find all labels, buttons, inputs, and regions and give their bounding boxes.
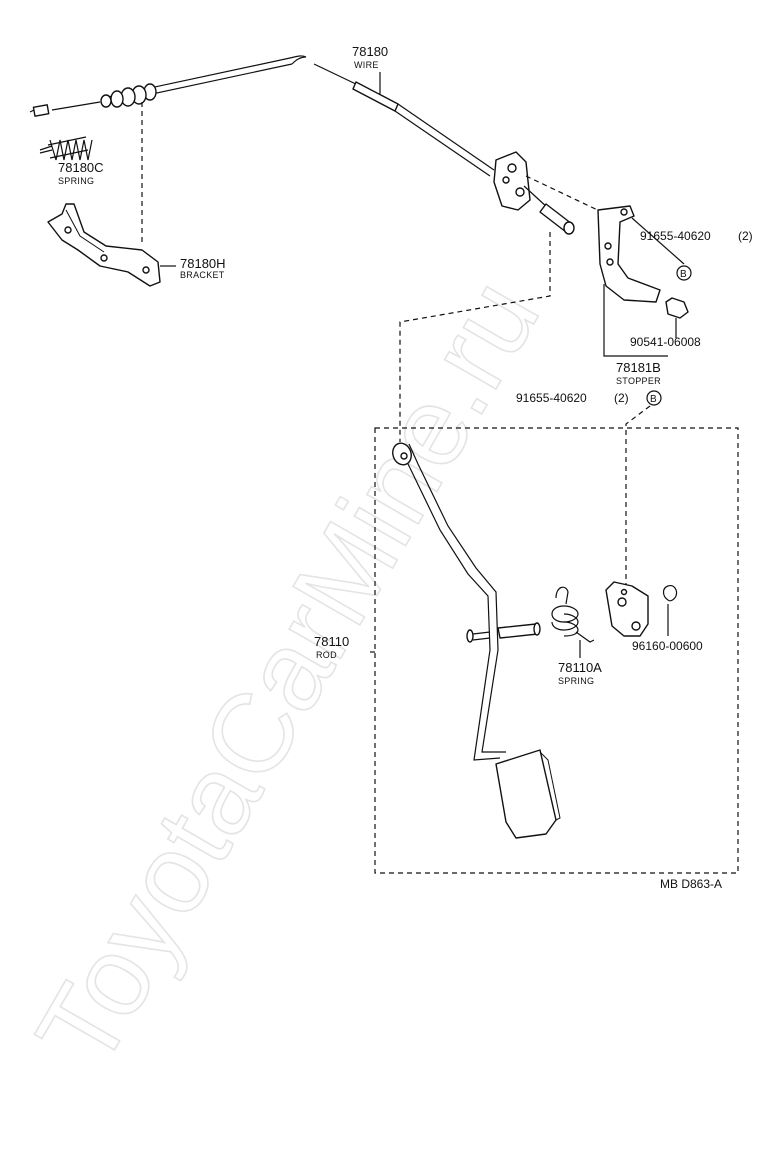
wire-cable-left: [29, 55, 307, 117]
screw-lower-qty: (2): [614, 391, 629, 405]
wire-78180: 78180 WIRE: [313, 44, 607, 235]
badge-b-lower: [646, 390, 662, 406]
spring-c-number: 78180C: [58, 160, 104, 175]
diagram-reference: MB D863-A: [660, 877, 722, 891]
bracket-name: BRACKET: [180, 270, 225, 280]
spring-78110a: 78110A SPRING: [551, 586, 602, 686]
spring-c-name: SPRING: [58, 176, 94, 186]
screw-lower-number: 91655-40620: [516, 391, 587, 405]
screw-upper-label: 91655-40620 (2) B: [631, 217, 753, 281]
badge-b-upper-text: B: [680, 269, 687, 280]
pedal-assembly-box: [374, 427, 739, 874]
rod-leader: [399, 232, 551, 442]
rod-78110: 78110 ROD: [314, 442, 561, 839]
stopper-number: 78181B: [616, 360, 661, 375]
screw-lower-label: 91655-40620 (2) B: [516, 390, 662, 594]
spring-a-name: SPRING: [558, 676, 594, 686]
badge-b-lower-text: B: [650, 394, 657, 405]
bracket-number: 78180H: [180, 256, 226, 271]
screw-upper-number: 91655-40620: [640, 229, 711, 243]
badge-b-upper: [676, 265, 692, 281]
screw-upper-qty: (2): [738, 229, 753, 243]
rod-name: ROD: [316, 650, 337, 660]
stopper-78181b: 78181B STOPPER: [597, 205, 689, 386]
wire-name: WIRE: [354, 60, 379, 70]
cushion-number: 90541-06008: [630, 335, 701, 349]
rod-number: 78110: [314, 634, 349, 649]
wire-number: 78180: [352, 44, 388, 59]
spring-78180c: 78180C SPRING: [39, 136, 104, 186]
pedal-bracket: [605, 581, 649, 637]
clip-number: 96160-00600: [632, 639, 703, 653]
clip-96160: 96160-00600: [632, 585, 703, 653]
watermark: ToyotaCarMine.ru: [13, 259, 563, 1087]
spring-a-number: 78110A: [558, 660, 602, 675]
stopper-name: STOPPER: [616, 376, 661, 386]
bracket-78180h: 78180H BRACKET: [47, 203, 226, 287]
